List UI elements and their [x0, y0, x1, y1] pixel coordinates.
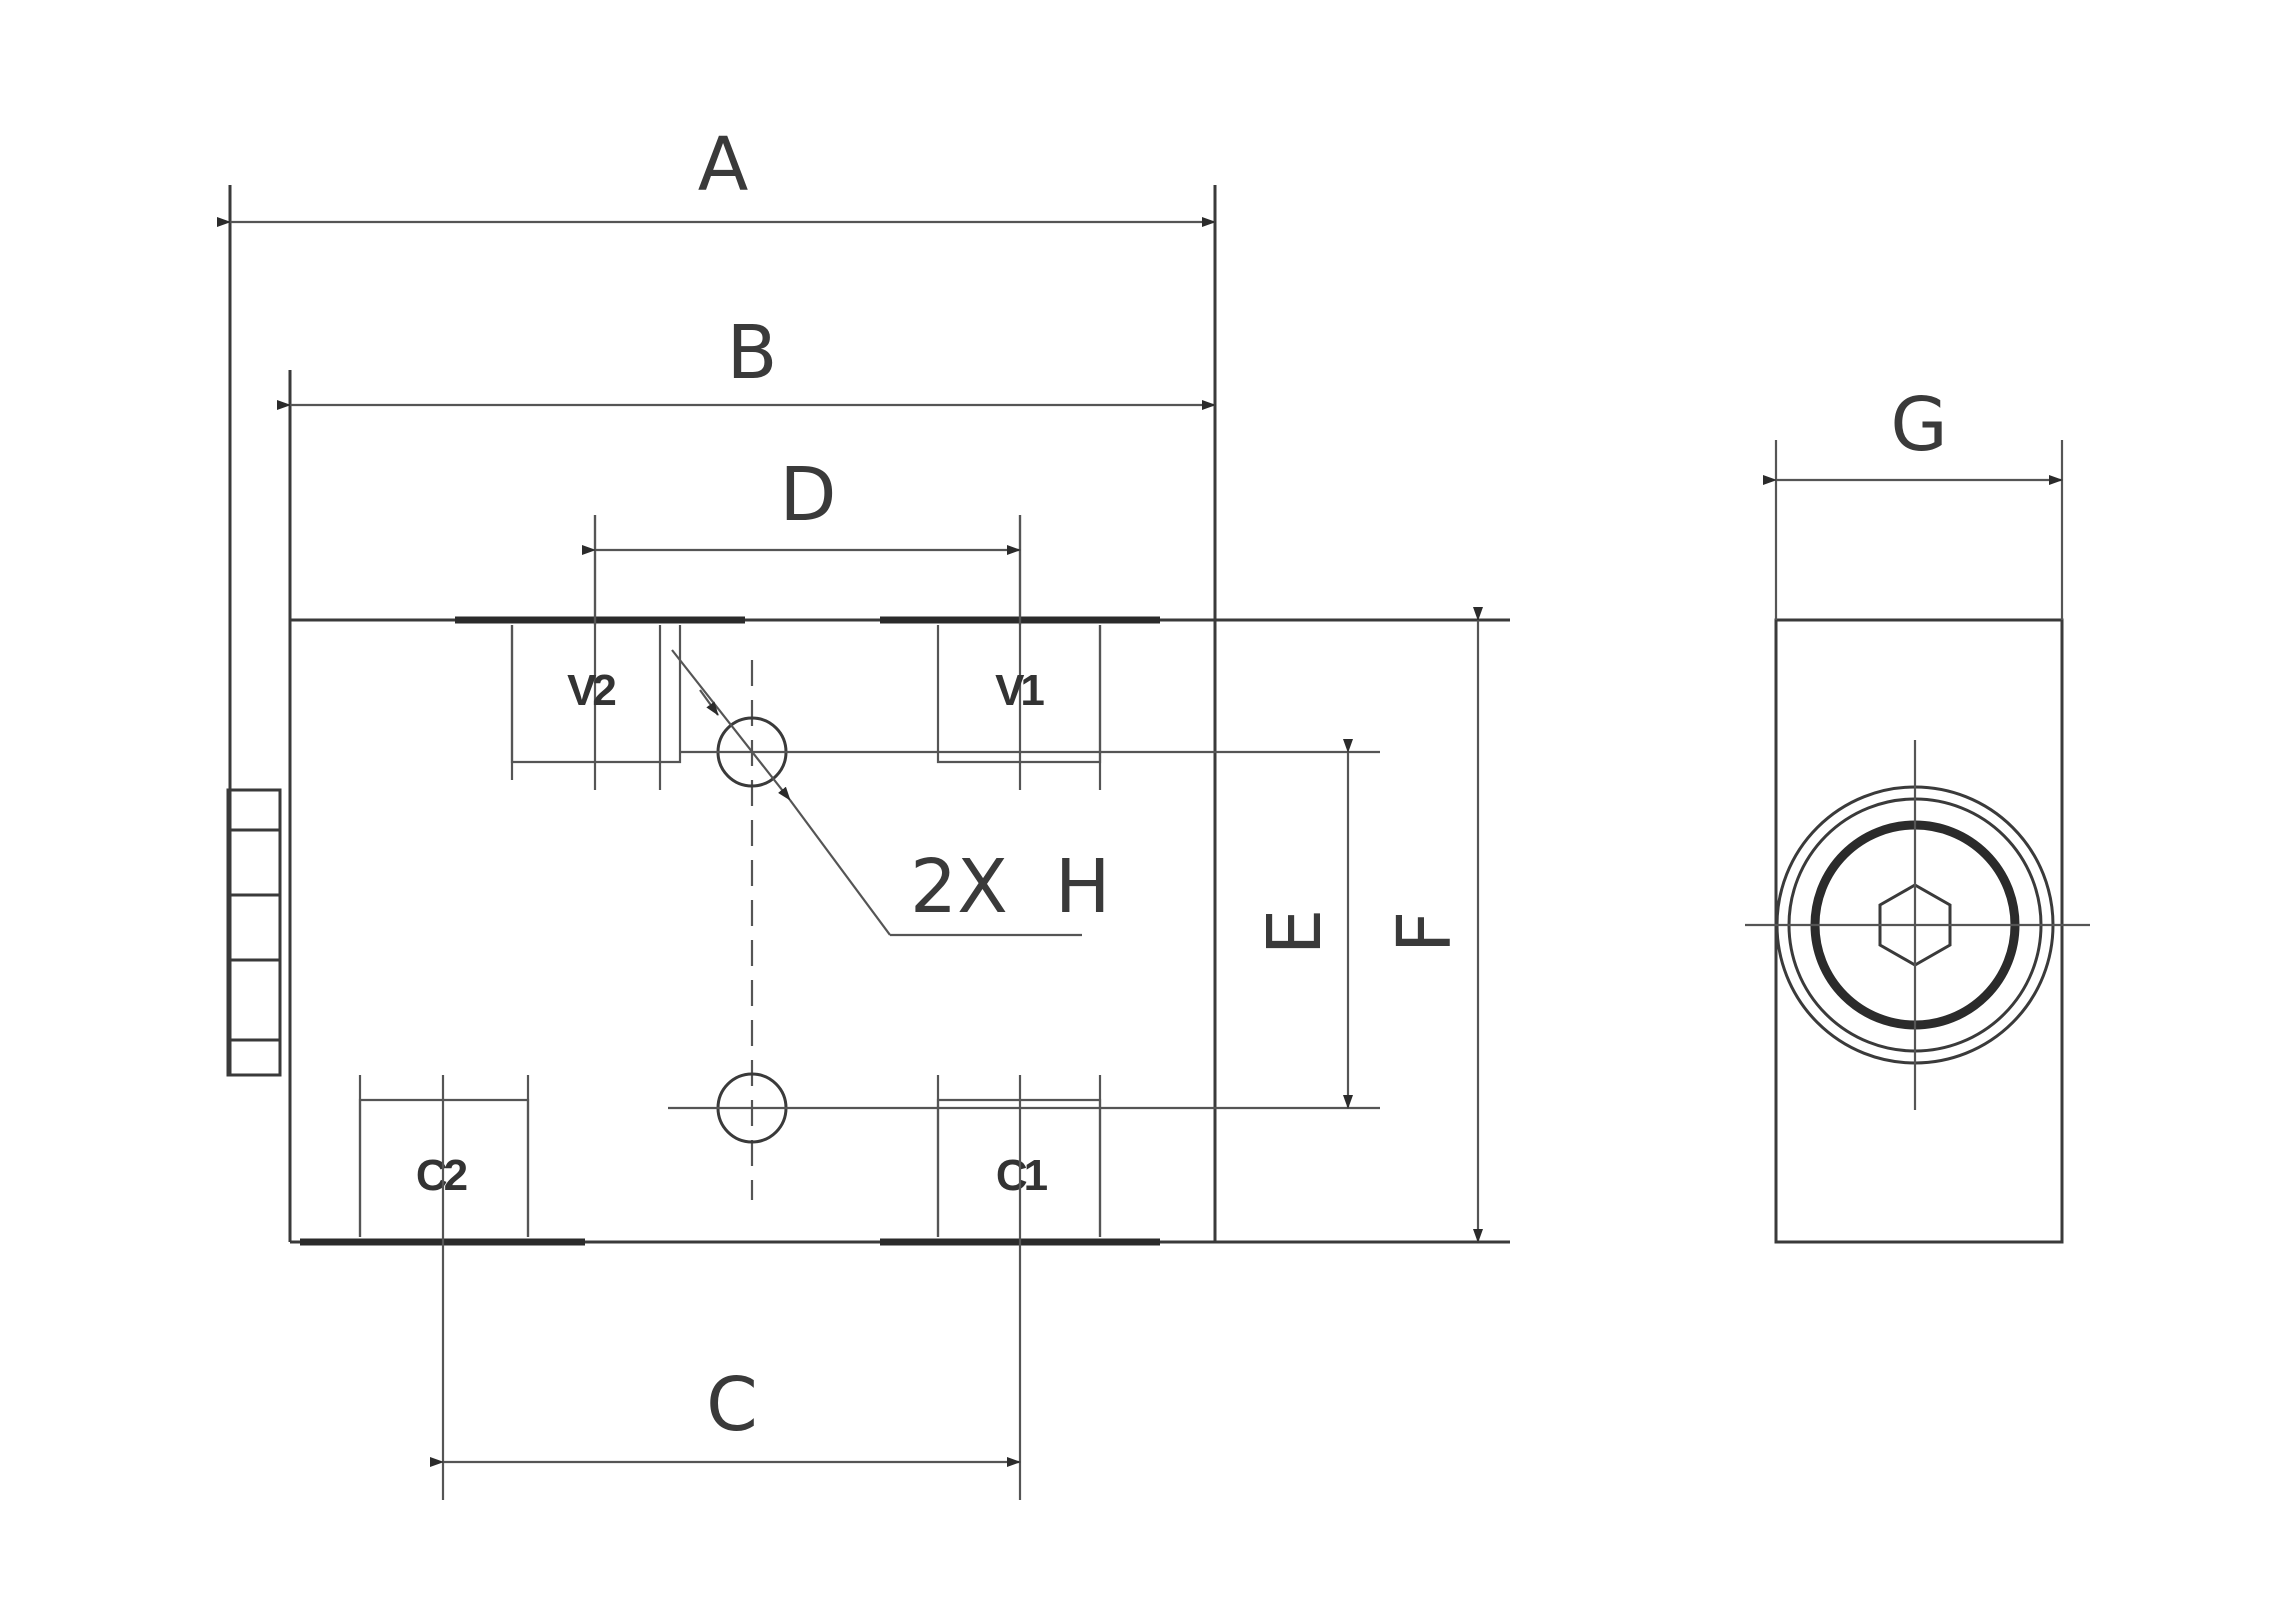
plug-end-view [1745, 740, 2090, 1110]
hex-plug [226, 185, 282, 1077]
port-label-v2: V2 [567, 666, 615, 715]
dimension-a: A [217, 122, 1216, 227]
dimension-label-b: B [727, 310, 778, 396]
mounting-holes [668, 660, 1380, 1200]
dimension-label-f: F [1382, 911, 1468, 954]
port-v2: V2 [455, 515, 745, 790]
dimension-g: G [1763, 382, 2063, 485]
port-label-c2: C2 [416, 1151, 467, 1200]
front-view: V2 V1 C2 C1 [217, 122, 1510, 1500]
hole-callout: 2X H [671, 649, 1110, 937]
side-view: G [1745, 382, 2090, 1244]
port-label-c1: C1 [996, 1151, 1048, 1200]
dimension-label-g: G [1890, 382, 1947, 468]
dimension-f: F [1382, 607, 1483, 1243]
dimension-label-d: D [780, 452, 837, 538]
dimension-label-a: A [698, 122, 749, 208]
dimension-e: E [1252, 739, 1353, 1109]
dimension-label-c: C [706, 1362, 758, 1448]
port-label-v1: V1 [995, 666, 1044, 715]
dimension-b: B [277, 310, 1216, 410]
dimension-d: D [582, 452, 1022, 625]
valve-body [288, 185, 1510, 1244]
dimension-label-e: E [1252, 909, 1338, 956]
hole-callout-label: 2X H [910, 844, 1110, 930]
dimension-c: C [430, 1075, 1022, 1500]
